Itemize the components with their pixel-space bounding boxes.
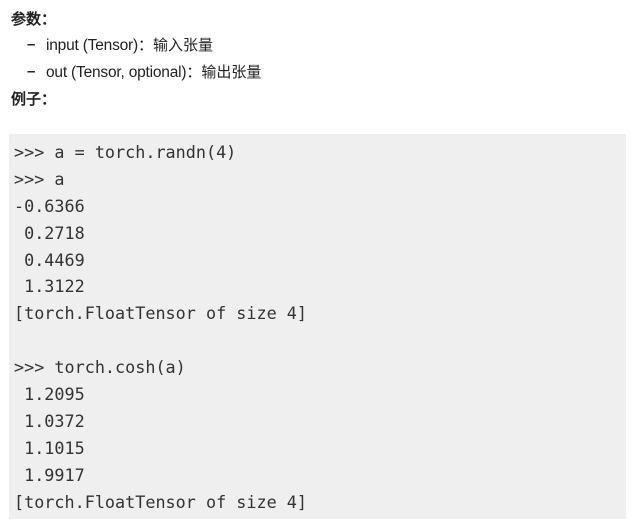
code-example-block: >>> a = torch.randn(4) >>> a -0.6366 0.2…	[9, 134, 626, 519]
code-line: [torch.FloatTensor of size 4]	[14, 491, 307, 512]
parameter-separator: ：	[186, 63, 202, 81]
parameter-signature: input (Tensor)	[46, 37, 138, 54]
code-line: 0.4469	[14, 249, 85, 270]
code-line: 1.9917	[14, 464, 85, 485]
code-line: >>> torch.cosh(a)	[14, 357, 186, 378]
code-line: [torch.FloatTensor of size 4]	[14, 303, 307, 324]
code-line: >>> a = torch.randn(4)	[14, 142, 237, 162]
code-line: 1.0372	[14, 410, 85, 431]
parameter-description: 输入张量	[152, 36, 213, 54]
code-line	[14, 327, 307, 354]
code-lines: >>> a = torch.randn(4) >>> a -0.6366 0.2…	[14, 139, 307, 515]
bullet-dash: –	[27, 36, 36, 53]
parameter-item-input: – input (Tensor)：输入张量	[0, 34, 261, 61]
parameter-description: 输出张量	[201, 63, 262, 81]
code-line: 1.2095	[14, 384, 85, 405]
code-line: -0.6366	[14, 195, 85, 216]
parameter-list: – input (Tensor)：输入张量 – out (Tensor, opt…	[0, 34, 261, 88]
bullet-dash: –	[27, 63, 36, 80]
parameter-item-out: – out (Tensor, optional)：输出张量	[0, 61, 261, 88]
code-line: 0.2718	[14, 222, 85, 243]
parameter-signature: out (Tensor, optional)	[46, 64, 187, 81]
code-line: 1.1015	[14, 437, 85, 458]
code-line: >>> a	[14, 168, 65, 189]
code-line: 1.3122	[14, 276, 85, 297]
parameter-separator: ：	[137, 36, 153, 54]
examples-heading: 例子：	[11, 90, 57, 108]
parameters-heading: 参数：	[11, 10, 57, 28]
